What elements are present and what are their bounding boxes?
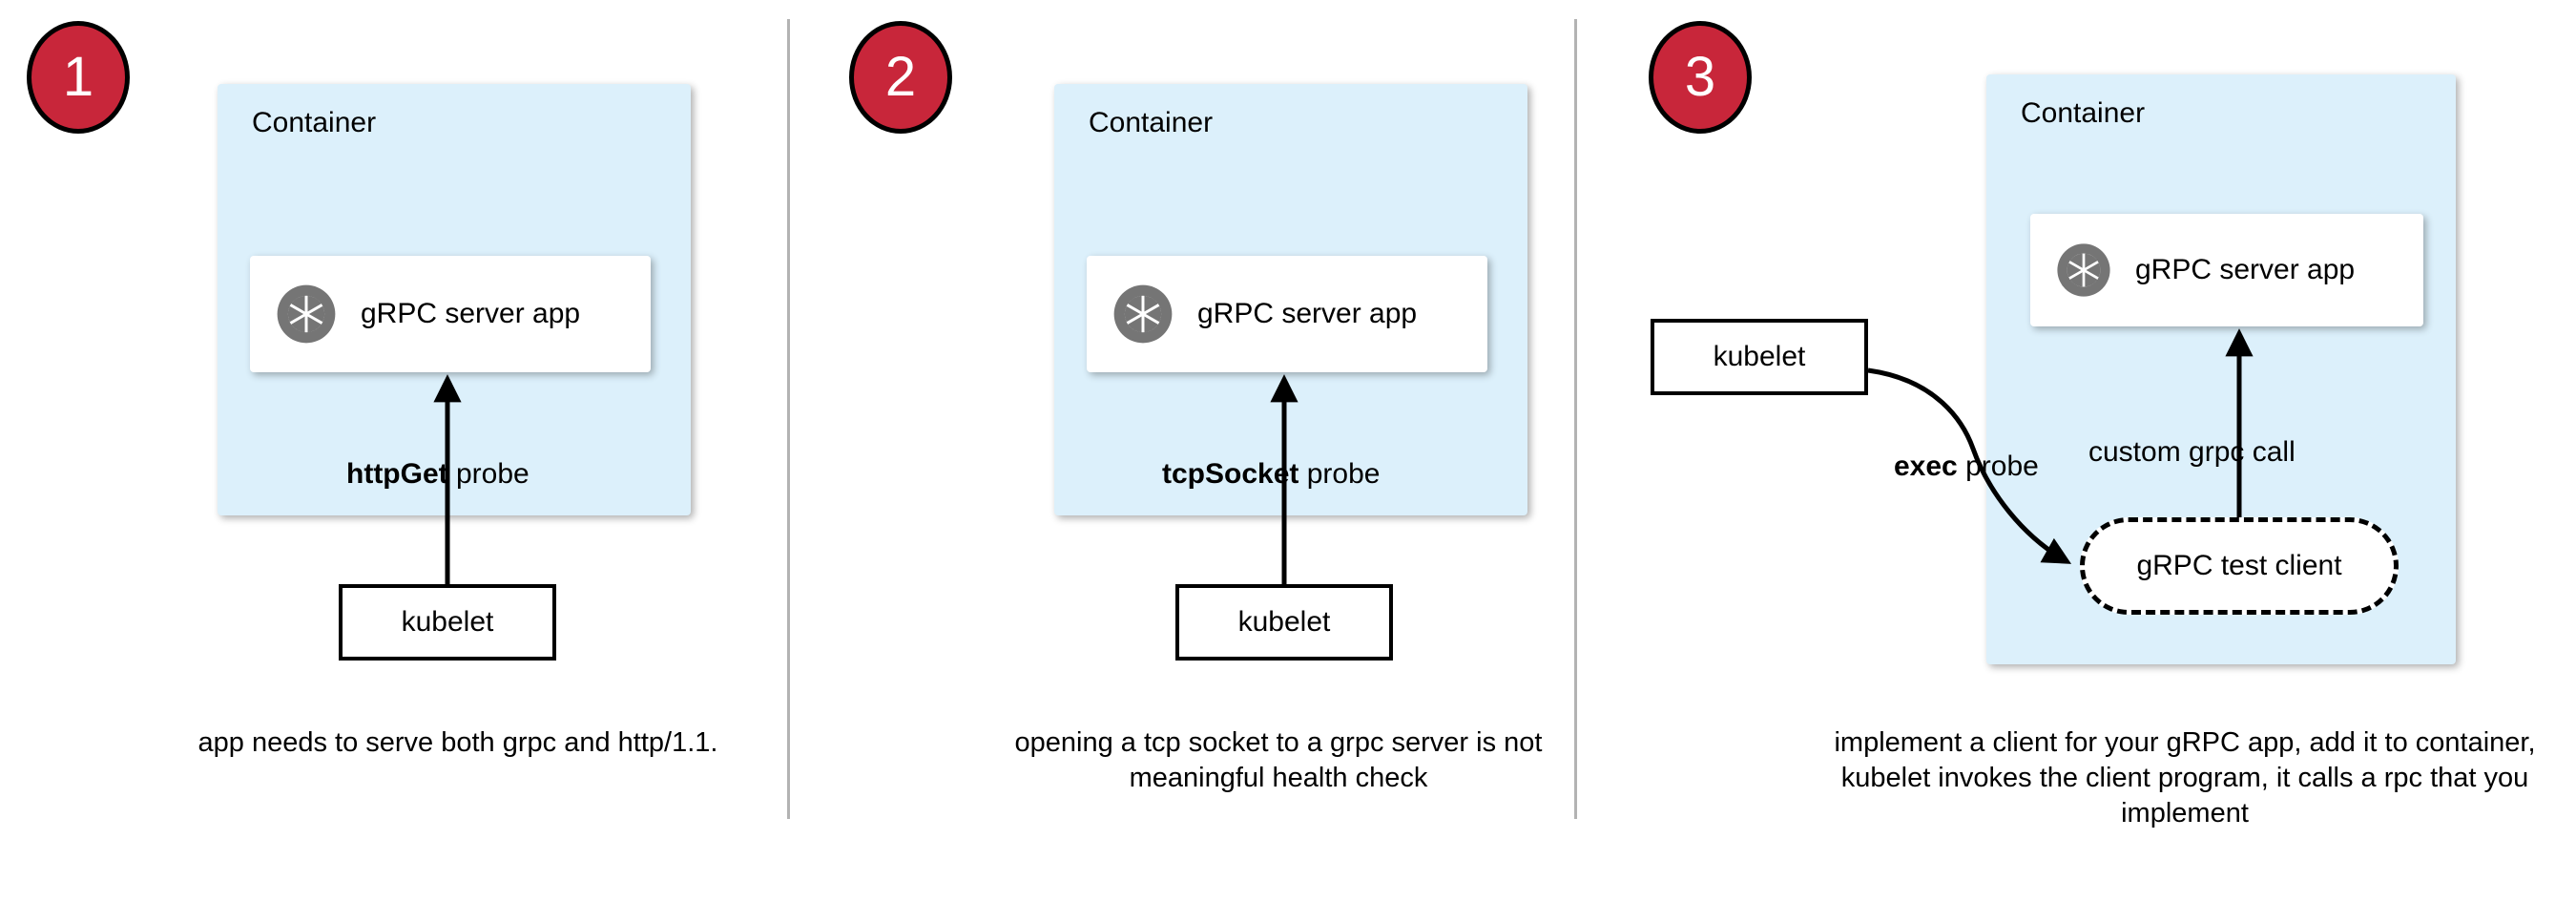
exec-probe-label: exec probe <box>1894 451 2039 483</box>
step-badge-3: 3 <box>1649 21 1752 134</box>
panel-caption-3: implement a client for your gRPC app, ad… <box>1834 727 2536 829</box>
custom-grpc-call-label: custom grpc call <box>2088 436 2296 468</box>
grpc-test-client-box: gRPC test client <box>2080 517 2399 615</box>
grpc-aperture-icon <box>1113 284 1173 344</box>
kubelet-box-3: kubelet <box>1651 319 1868 395</box>
kubelet-label-2: kubelet <box>1237 606 1331 638</box>
kubelet-box-2: kubelet <box>1175 584 1393 661</box>
step-badge-2: 2 <box>849 21 952 134</box>
httpget-probe-label: httpGet probe <box>346 458 530 491</box>
grpc-server-app-card-1: gRPC server app <box>250 256 651 372</box>
probe-type-2: tcpSocket <box>1162 458 1299 490</box>
step-number-1: 1 <box>62 46 94 108</box>
grpc-test-client-label: gRPC test client <box>2136 550 2342 581</box>
probe-type-3: exec <box>1894 451 1958 482</box>
probe-word-1: probe <box>447 458 530 490</box>
grpc-server-app-label-3: gRPC server app <box>2135 254 2356 285</box>
grpc-server-app-card-3: gRPC server app <box>2030 214 2423 326</box>
container-label-3: Container <box>2021 97 2146 129</box>
panel-caption-1: app needs to serve both grpc and http/1.… <box>197 727 718 758</box>
container-label-1: Container <box>252 107 377 138</box>
grpc-server-app-label-1: gRPC server app <box>361 298 581 329</box>
kubelet-label-1: kubelet <box>401 606 494 638</box>
container-label-2: Container <box>1089 107 1214 138</box>
step-badge-1: 1 <box>27 21 130 134</box>
step-number-3: 3 <box>1684 46 1716 108</box>
kubelet-label-3: kubelet <box>1713 341 1806 372</box>
probe-word-3: probe <box>1957 451 2039 482</box>
tcpsocket-probe-label: tcpSocket probe <box>1162 458 1380 491</box>
panel-divider-2 <box>1574 19 1577 819</box>
grpc-aperture-icon <box>2057 243 2110 297</box>
step-number-2: 2 <box>884 46 917 108</box>
probe-word-2: probe <box>1298 458 1381 490</box>
grpc-aperture-icon <box>277 284 336 344</box>
kubelet-box-1: kubelet <box>339 584 556 661</box>
panel-divider-1 <box>787 19 790 819</box>
panel-caption-2: opening a tcp socket to a grpc server is… <box>1014 727 1543 794</box>
grpc-server-app-label-2: gRPC server app <box>1197 298 1418 329</box>
probe-type-1: httpGet <box>346 458 448 490</box>
grpc-server-app-card-2: gRPC server app <box>1087 256 1487 372</box>
